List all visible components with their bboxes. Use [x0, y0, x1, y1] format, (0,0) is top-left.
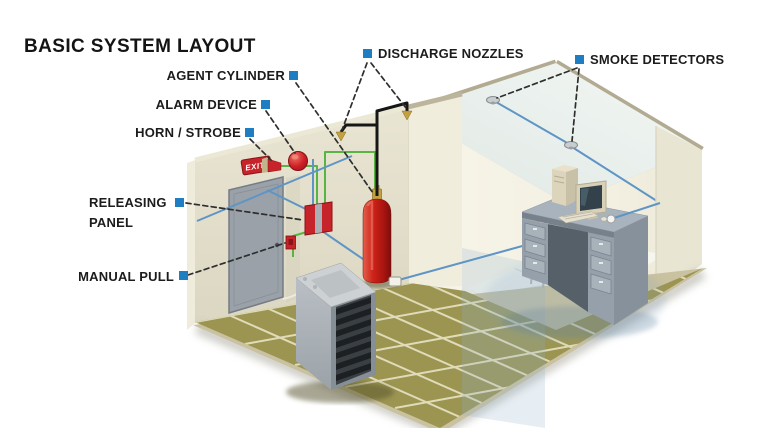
label-agent-cylinder: AGENT CYLINDER: [167, 68, 286, 83]
desk-alarm-node: [606, 214, 616, 224]
desk: [521, 197, 649, 325]
smoke-detector: [564, 141, 578, 150]
exit-sign-text: EXIT: [245, 161, 267, 173]
leader-discharge-nozzle-left: [341, 62, 368, 131]
marker-icon-discharge-nozzles: [363, 49, 372, 58]
marker-icon-smoke-detectors: [575, 55, 584, 64]
alarm-bell: [288, 151, 308, 171]
label-markers: [175, 49, 584, 280]
leader-lines: [185, 62, 580, 276]
computer-tower: [552, 165, 578, 206]
manual-pull-station: [285, 235, 296, 250]
horn-strobe-device: [267, 158, 282, 173]
agent-cylinder: [362, 185, 392, 284]
marker-icon-agent-cylinder: [289, 71, 298, 80]
blue-conduit-desk: [613, 202, 661, 219]
label-horn-strobe: HORN / STROBE: [135, 125, 241, 140]
leader-manual-pull: [187, 242, 286, 276]
partition-wall-edge: [407, 91, 463, 287]
mouse: [600, 216, 608, 222]
horn-bracket: [262, 157, 268, 173]
floor-junction-node: [388, 276, 402, 287]
discharge-pipe: [339, 101, 409, 196]
keyboard: [557, 210, 599, 224]
server-rack: [295, 262, 377, 390]
marker-icon-alarm-device: [261, 100, 270, 109]
releasing-panel-device: [304, 201, 333, 236]
diagram-title: BASIC SYSTEM LAYOUT: [24, 36, 256, 57]
leader-discharge-nozzle-right: [370, 62, 407, 109]
leader-smoke-detector-right: [571, 68, 580, 142]
right-wall: [655, 126, 702, 298]
label-alarm-device: ALARM DEVICE: [156, 97, 257, 112]
rack-vents: [336, 297, 371, 381]
label-smoke-detectors: SMOKE DETECTORS: [590, 52, 724, 67]
label-discharge-nozzles: DISCHARGE NOZZLES: [378, 46, 524, 61]
leader-smoke-detector-left: [496, 67, 578, 99]
discharge-nozzle: [335, 131, 347, 142]
leader-alarm-device: [265, 110, 296, 154]
label-manual-pull: MANUAL PULL: [78, 269, 174, 284]
discharge-nozzle: [401, 110, 413, 121]
ceiling-conduit: [495, 101, 661, 204]
marker-icon-releasing-panel: [175, 198, 184, 207]
label-releasing: RELEASING: [89, 195, 167, 210]
computer-monitor: [575, 180, 607, 220]
leader-horn-strobe: [249, 138, 272, 161]
leader-agent-cylinder: [295, 82, 374, 194]
rack-shadow: [286, 381, 394, 403]
marker-icon-manual-pull: [179, 271, 188, 280]
label-panel: PANEL: [89, 215, 133, 230]
leader-releasing-panel: [185, 202, 304, 221]
desk-drawers: [524, 222, 612, 295]
marker-icon-horn-strobe: [245, 128, 254, 137]
